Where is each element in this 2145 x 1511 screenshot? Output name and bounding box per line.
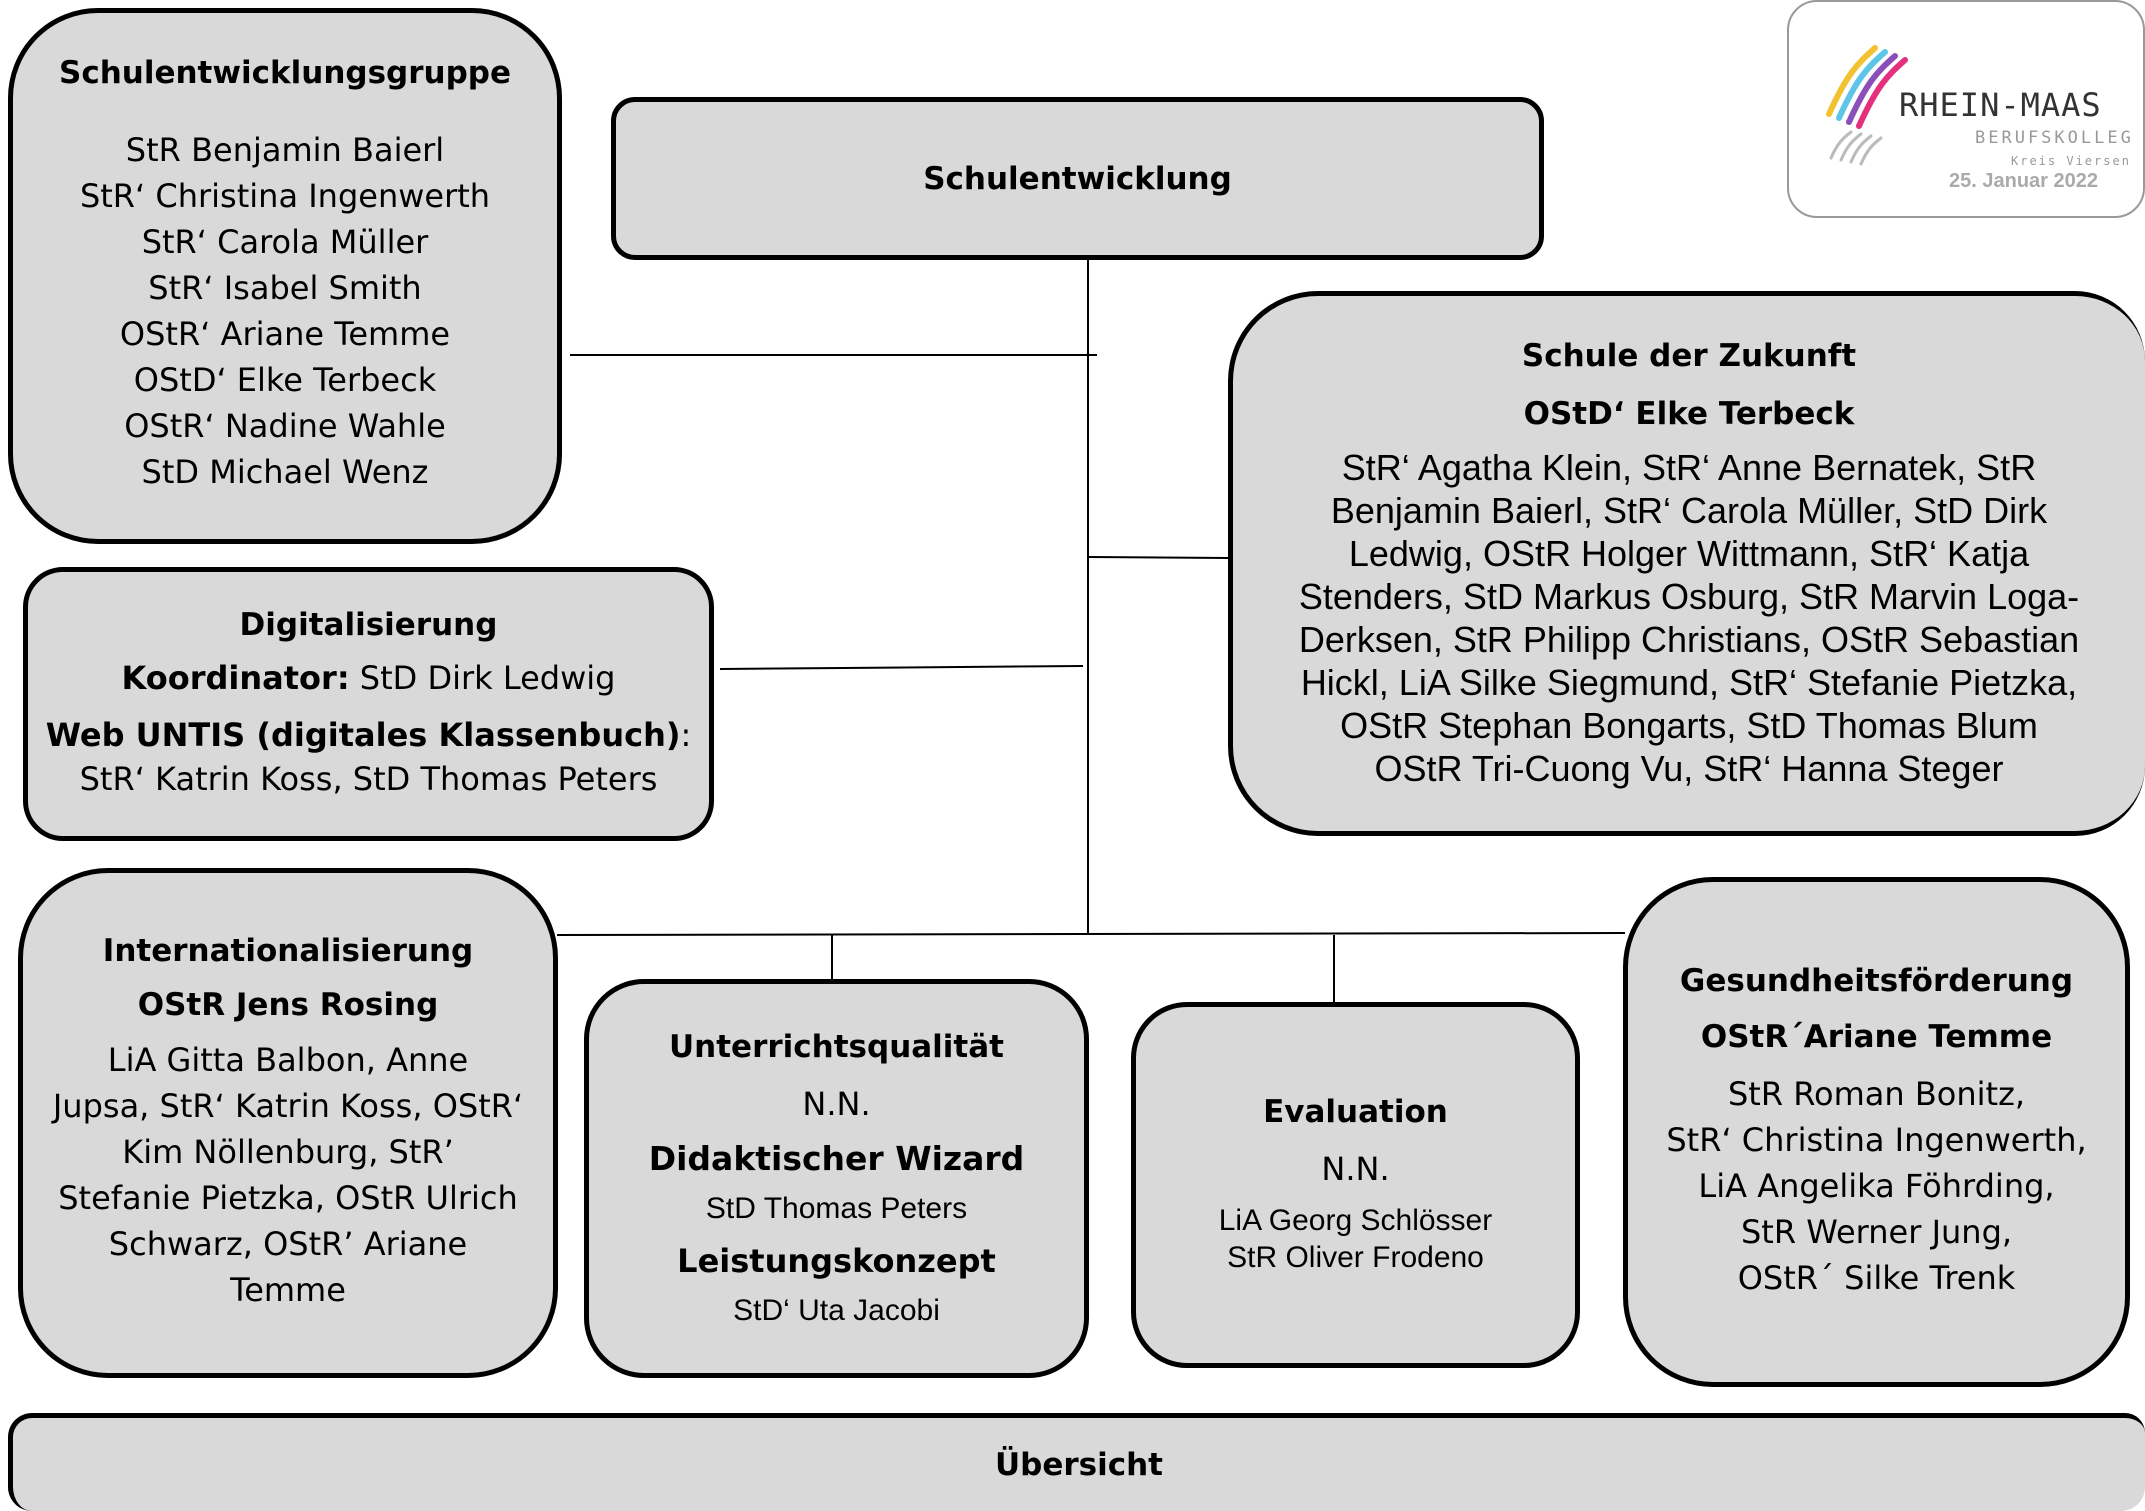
member-line: OStR Tri-Cuong Vu, StR‘ Hanna Steger xyxy=(1374,748,2004,789)
schulentwicklungsgruppe-title: Schulentwicklungsgruppe xyxy=(59,55,511,91)
member-item: LiA Angelika Föhrding, xyxy=(1698,1167,2055,1205)
member-line: Benjamin Baierl, StR‘ Carola Müller, StD… xyxy=(1330,490,2048,531)
member-item: OStR‘ Ariane Temme xyxy=(119,315,451,353)
koordinator-label: Koordinator: xyxy=(121,659,350,697)
member-item: LiA Georg Schlösser xyxy=(1218,1204,1493,1237)
member-line: Ledwig, OStR Holger Wittmann, StR‘ Katja xyxy=(1348,533,2030,574)
leistung-member: StD‘ Uta Jacobi xyxy=(733,1294,940,1327)
member-line: Jupsa, StR‘ Katrin Koss, OStR‘ xyxy=(52,1087,524,1125)
connector-schule-der-zukunft xyxy=(1087,556,1229,559)
schule-der-zukunft-title: Schule der Zukunft xyxy=(1521,338,1857,374)
gesundheitsfoerderung-box: Gesundheitsförderung OStR´Ariane Temme S… xyxy=(1623,877,2130,1387)
logo-subtitle: BERUFSKOLLEG xyxy=(1975,128,2134,148)
koordinator-name: StD Dirk Ledwig xyxy=(359,659,616,697)
gesundheitsfoerderung-title: Gesundheitsförderung xyxy=(1679,963,2074,999)
uebersicht-title: Übersicht xyxy=(994,1446,1164,1483)
wizard-member: StD Thomas Peters xyxy=(705,1192,968,1225)
member-line: LiA Gitta Balbon, Anne xyxy=(107,1041,469,1079)
member-line: Stenders, StD Markus Osburg, StR Marvin … xyxy=(1298,576,2080,617)
member-line: StR‘ Agatha Klein, StR‘ Anne Bernatek, S… xyxy=(1341,447,2037,488)
member-line: Stefanie Pietzka, OStR Ulrich xyxy=(58,1179,518,1217)
member-item: StR Werner Jung, xyxy=(1740,1213,2013,1251)
webuntis-label: Web UNTIS (digitales Klassenbuch) xyxy=(45,716,681,754)
connector-digitalisierung xyxy=(719,665,1084,670)
leistung-title: Leistungskonzept xyxy=(677,1242,996,1280)
member-item: OStR‘ Nadine Wahle xyxy=(124,407,446,445)
member-item: OStD‘ Elke Terbeck xyxy=(133,361,437,399)
koordinator-line: Koordinator: StD Dirk Ledwig xyxy=(122,659,616,697)
gesundheitsfoerderung-lead: OStR´Ariane Temme xyxy=(1700,1019,2053,1055)
logo-district: Kreis Viersen xyxy=(2011,154,2131,168)
unterrichtsqualitaet-box: Unterrichtsqualität N.N. Didaktischer Wi… xyxy=(584,979,1089,1378)
evaluation-title: Evaluation xyxy=(1263,1094,1448,1130)
school-logo: RHEIN-MAAS BERUFSKOLLEG Kreis Viersen 25… xyxy=(1787,0,2145,218)
schulentwicklung-title: Schulentwicklung xyxy=(923,160,1232,197)
logo-name: RHEIN-MAAS xyxy=(1899,86,2102,124)
webuntis-line: Web UNTIS (digitales Klassenbuch): xyxy=(46,713,692,757)
webuntis-colon: : xyxy=(680,716,692,754)
member-item: StR‘ Christina Ingenwerth, xyxy=(1666,1121,2087,1159)
webuntis-members: StR‘ Katrin Koss, StD Thomas Peters xyxy=(79,760,658,798)
unterrichtsqualitaet-lead: N.N. xyxy=(802,1085,871,1123)
bottom-horizontal-line xyxy=(556,932,1626,936)
internationalisierung-box: Internationalisierung OStR Jens Rosing L… xyxy=(18,868,558,1378)
member-item: StD Michael Wenz xyxy=(141,453,429,491)
schulentwicklung-box: Schulentwicklung xyxy=(611,97,1544,260)
logo-date: 25. Januar 2022 xyxy=(1949,170,2098,192)
member-line: Schwarz, OStR’ Ariane xyxy=(108,1225,468,1263)
member-item: StR‘ Christina Ingenwerth xyxy=(79,177,491,215)
schule-der-zukunft-box: Schule der Zukunft OStD‘ Elke Terbeck St… xyxy=(1228,291,2145,836)
member-item: OStR´ Silke Trenk xyxy=(1737,1259,2016,1297)
evaluation-box: Evaluation N.N. LiA Georg Schlösser StR … xyxy=(1131,1002,1580,1368)
member-line: Derksen, StR Philipp Christians, OStR Se… xyxy=(1298,619,2080,660)
schule-der-zukunft-lead: OStD‘ Elke Terbeck xyxy=(1523,396,1855,432)
uebersicht-bar[interactable]: Übersicht xyxy=(8,1413,2145,1511)
logo-wave-icon xyxy=(1826,45,1908,166)
member-line: Temme xyxy=(230,1271,346,1309)
schulentwicklungsgruppe-box: Schulentwicklungsgruppe StR Benjamin Bai… xyxy=(8,8,562,544)
wizard-title: Didaktischer Wizard xyxy=(648,1139,1025,1178)
member-item: StR‘ Carola Müller xyxy=(141,223,429,261)
unterrichtsqualitaet-title: Unterrichtsqualität xyxy=(669,1029,1004,1065)
internationalisierung-lead: OStR Jens Rosing xyxy=(137,987,439,1023)
digitalisierung-box: Digitalisierung Koordinator: StD Dirk Le… xyxy=(23,567,714,841)
digitalisierung-title: Digitalisierung xyxy=(239,607,498,643)
member-item: StR Benjamin Baierl xyxy=(125,131,445,169)
member-item: StR Roman Bonitz, xyxy=(1727,1075,2026,1113)
internationalisierung-title: Internationalisierung xyxy=(102,933,474,969)
member-line: OStR Stephan Bongarts, StD Thomas Blum xyxy=(1340,705,2038,746)
member-line: Kim Nöllenburg, StR’ xyxy=(122,1133,454,1171)
evaluation-lead: N.N. xyxy=(1321,1150,1390,1188)
member-line: Hickl, LiA Silke Siegmund, StR‘ Stefanie… xyxy=(1300,662,2078,703)
member-item: StR‘ Isabel Smith xyxy=(148,269,422,307)
member-item: StR Oliver Frodeno xyxy=(1227,1241,1484,1274)
